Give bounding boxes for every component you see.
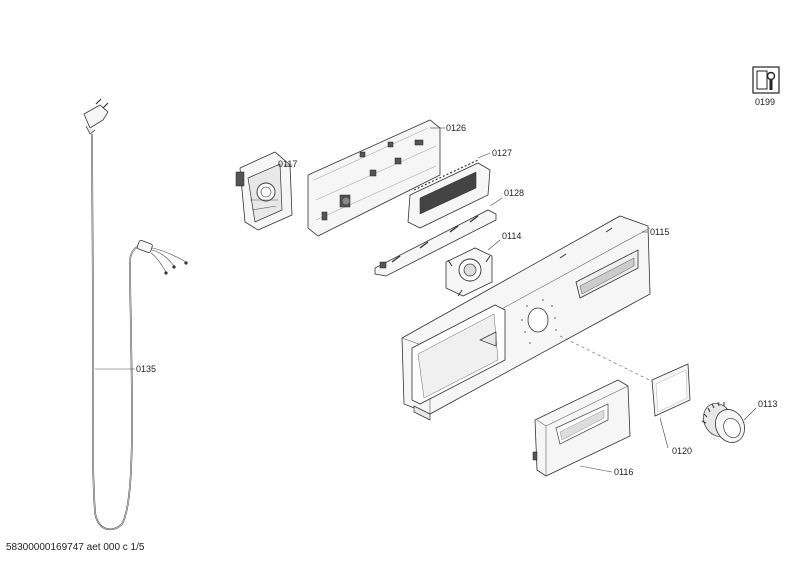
part-0117-bracket	[235, 151, 293, 231]
wrench-book-icon[interactable]	[752, 66, 780, 94]
label-0117: 0117	[278, 159, 297, 169]
label-0126: 0126	[446, 123, 466, 133]
label-0128: 0128	[504, 188, 524, 198]
label-0116: 0116	[614, 467, 633, 477]
label-0127: 0127	[492, 148, 512, 158]
part-0127-display-board	[407, 159, 491, 229]
part-0128-light-guide	[374, 209, 497, 277]
label-0135: 0135	[136, 364, 156, 374]
label-0115: 0115	[650, 227, 669, 237]
label-0199: 0199	[755, 97, 775, 107]
label-0114: 0114	[502, 231, 521, 241]
label-0113: 0113	[758, 399, 777, 409]
part-0113-knob	[701, 401, 745, 443]
part-0126-control-board	[307, 119, 441, 237]
part-0115-front-panel	[401, 215, 651, 421]
part-0114-selector-module	[445, 247, 493, 297]
power-cord	[83, 98, 188, 531]
part-0120-fascia	[651, 363, 691, 417]
label-0120: 0120	[672, 446, 692, 456]
part-0116-drawer-front	[532, 379, 631, 477]
diagram-footer-code: 58300000169747 aet 000 c 1/5	[6, 542, 145, 553]
